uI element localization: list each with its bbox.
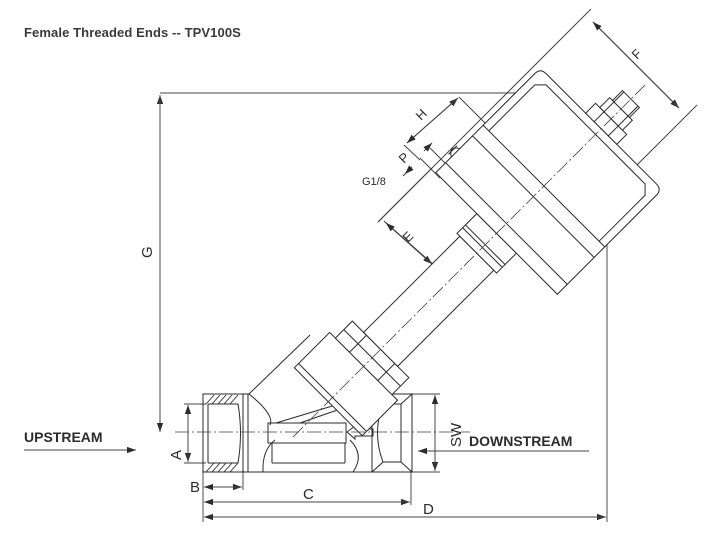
dim-label-C: C <box>303 486 314 503</box>
dimension-B <box>204 470 244 491</box>
dim-label-SW: SW <box>448 422 465 447</box>
drawing-title: Female Threaded Ends -- TPV100S <box>24 25 241 40</box>
dim-label-B: B <box>190 479 200 496</box>
dimension-G <box>156 92 555 432</box>
actuator-assembly <box>292 70 660 438</box>
port-thread-label: G1/8 <box>362 176 386 188</box>
dim-label-E: E <box>400 228 417 245</box>
dim-label-P: P <box>396 149 413 166</box>
dim-label-G: G <box>139 246 156 258</box>
upstream-label: UPSTREAM <box>24 429 103 445</box>
dimension-C <box>204 470 412 506</box>
dim-label-D: D <box>423 501 434 518</box>
downstream-label: DOWNSTREAM <box>469 433 572 449</box>
dimension-SW <box>412 393 440 473</box>
dimension-D <box>202 195 608 522</box>
dim-label-H: H <box>413 106 430 123</box>
dim-label-A: A <box>168 450 185 460</box>
dimension-E <box>377 167 435 266</box>
dimension-A <box>184 403 206 464</box>
